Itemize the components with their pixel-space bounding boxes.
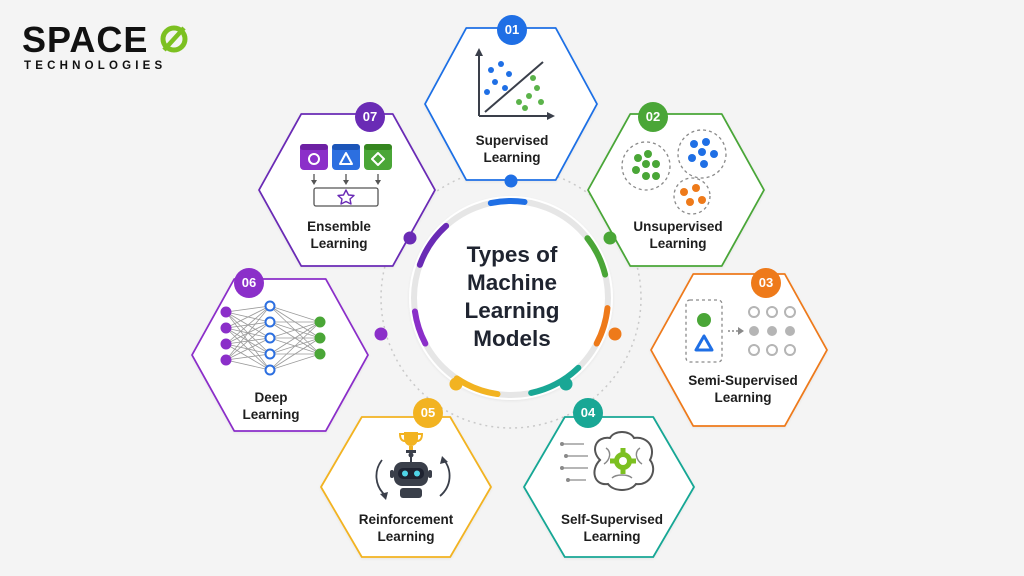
node-label-ensemble: Ensemble Learning [264,218,414,252]
node-label-supervised: Supervised Learning [437,132,587,166]
node-number-badge: 05 [413,398,443,428]
node-number-badge: 07 [355,102,385,132]
node-label-line: Semi-Supervised [688,373,798,388]
connector-dot [559,377,573,391]
node-number-badge: 04 [573,398,603,428]
scatter-regression-icon [475,48,555,120]
ring-segment [411,308,429,347]
node-label-line: Supervised [475,133,549,148]
node-label-line: Ensemble [307,219,371,234]
connector-dot [603,231,617,245]
node-label-line: Deep [254,390,288,405]
node-card-hexagon [587,113,765,267]
center-ring [409,196,613,400]
network-edge [225,305,271,361]
connector-dot [504,174,518,188]
center-title-line: Machine [466,270,558,295]
node-label-line: Learning [583,529,641,544]
brand-mark-icon [160,25,188,53]
node-label-line: Unsupervised [633,219,723,234]
ensemble-models-icon [300,144,392,207]
node-label-self-supervised: Self-Supervised Learning [537,511,687,545]
network-node [220,338,232,350]
semi-labeled-grid-icon [685,299,796,363]
center-title-line: Learning [464,298,560,323]
node-card-hexagon [191,278,369,432]
node-card-hexagon [320,416,492,558]
brain-gear-icon [560,431,655,491]
node-label-line: Learning [714,390,772,405]
node-number-badge: 03 [751,268,781,298]
node-label-line: Learning [483,150,541,165]
brand-logo: SPACE TECHNOLOGIES [22,20,202,76]
network-node [220,354,232,366]
network-node [220,322,232,334]
center-title: Types of Machine Learning Models [438,241,586,353]
node-card-hexagon [424,27,598,181]
node-label-line: Learning [310,236,368,251]
network-edge [269,305,321,323]
network-edge [225,305,271,345]
node-label-line: Reinforcement [358,512,454,527]
ring-segment [584,235,609,278]
ring-segment [528,364,582,396]
network-node [314,348,326,360]
node-number-badge: 06 [234,268,264,298]
network-node [264,332,276,344]
connector-dot [374,327,388,341]
node-label-line: Learning [649,236,707,251]
clusters-icon [621,129,727,215]
network-node [264,364,276,376]
ring-segment [416,222,450,268]
node-label-reinforcement: Reinforcement Learning [331,511,481,545]
network-edge [269,353,321,371]
node-label-line: Self-Supervised [560,512,664,527]
network-edge [225,305,271,313]
node-number-badge: 01 [497,15,527,45]
ring-segment [487,198,528,207]
network-edge [225,353,271,361]
network-edge [225,359,271,371]
brand-tagline: TECHNOLOGIES [24,60,167,72]
network-node [314,332,326,344]
neural-network-icon [220,300,326,376]
connector-dot [449,377,463,391]
node-number-badge: 02 [638,102,668,132]
node-label-line: Learning [377,529,435,544]
network-node [314,316,326,328]
network-edge [269,337,321,371]
network-edge [269,321,321,371]
network-edge [269,321,321,355]
network-edge [225,337,271,361]
network-edge [225,305,271,329]
network-edge [269,321,321,339]
robot-trophy-icon [375,432,451,500]
ring-segment [593,305,611,347]
node-label-unsupervised: Unsupervised Learning [603,218,753,252]
network-node [220,306,232,318]
network-edge [225,321,271,361]
node-label-deep: Deep Learning [196,389,346,423]
network-node [264,300,276,312]
center-title-line: Types of [466,242,558,267]
network-node [264,316,276,328]
node-label-semi-supervised: Semi-Supervised Learning [668,372,818,406]
network-node [264,348,276,360]
node-label-line: Learning [242,407,300,422]
center-title-line: Models [473,326,551,351]
connector-dot [608,327,622,341]
connector-dot [403,231,417,245]
node-card-hexagon [650,273,828,427]
brand-name: SPACE [22,19,149,60]
